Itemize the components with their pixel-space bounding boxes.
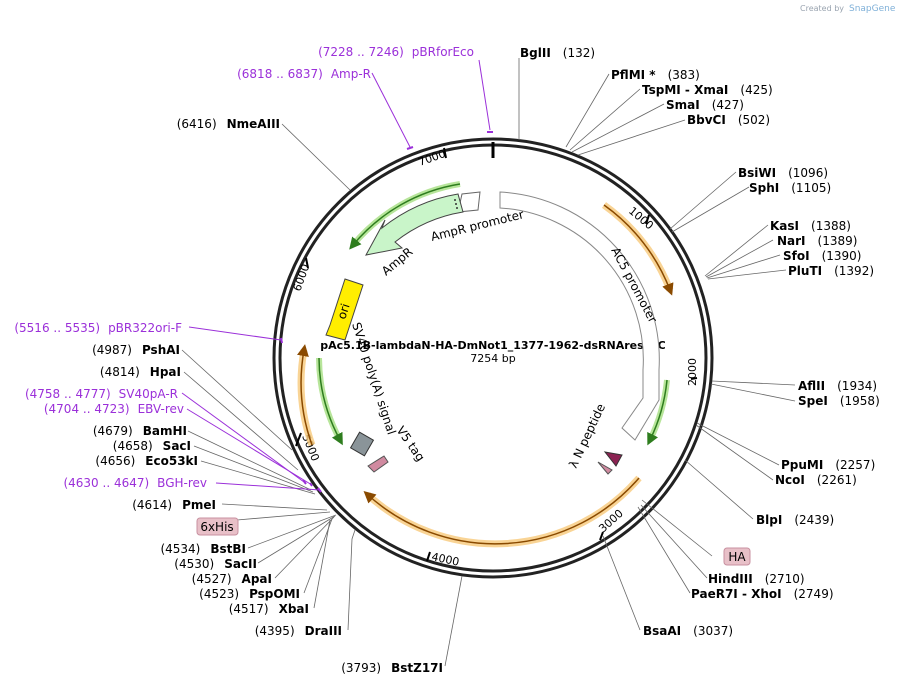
site-smai[interactable]: SmaI(427) [666, 98, 744, 112]
site-bstz17i[interactable]: (3793)BstZ17I [341, 661, 443, 675]
plasmid-name: pAc5.1B-lambdaN-HA-DmNot1_1377-1962-dsRN… [320, 339, 666, 352]
site-pspomi[interactable]: (4523)PspOMI [199, 587, 300, 601]
lambda-n-peptide-shape[interactable] [603, 451, 623, 467]
site-pshai[interactable]: (4987)PshAI [92, 343, 180, 357]
cds-arcs [316, 181, 670, 446]
plasmid-length: 7254 bp [470, 352, 515, 365]
site-nmeaiii[interactable]: (6416)NmeAIII [177, 117, 280, 131]
ampr-arrow[interactable] [365, 193, 464, 256]
primer-ebv-rev[interactable]: (4704 .. 4723)EBV-rev [44, 402, 184, 416]
tag-ha[interactable]: HA [723, 547, 751, 566]
tick-marks [295, 147, 698, 562]
ori-label: ori [335, 302, 353, 321]
sv40-label: SV40 poly(A) signal [349, 321, 399, 437]
sv40-box[interactable] [349, 431, 375, 457]
site-pflmi[interactable]: PflMI *(383) [611, 68, 700, 82]
site-kasi[interactable]: KasI(1388) [770, 219, 851, 233]
site-bglii[interactable]: BglII(132) [520, 46, 595, 60]
tick-4000: 4000 [430, 550, 460, 569]
site-tspmi-xmai[interactable]: TspMI - XmaI(425) [642, 83, 773, 97]
primer-bgh-rev[interactable]: (4630 .. 4647)BGH-rev [63, 476, 207, 490]
site-hindiii[interactable]: HindIII(2710) [708, 572, 805, 586]
site-hpai[interactable]: (4814)HpaI [100, 365, 181, 379]
primer-labels: (7228 .. 7246)pBRforEco (6818 .. 6837)Am… [14, 45, 474, 490]
site-bbvci[interactable]: BbvCI(502) [687, 113, 770, 127]
lambda-n-label: λ N peptide [566, 401, 608, 470]
site-saci[interactable]: (4658)SacI [113, 439, 191, 453]
site-xbai[interactable]: (4517)XbaI [229, 602, 309, 616]
site-pluti[interactable]: PluTI(1392) [788, 264, 874, 278]
site-ppumi[interactable]: PpuMI(2257) [781, 458, 875, 472]
tick-2000: 2000 [686, 358, 699, 386]
site-bsiwi[interactable]: BsiWI(1096) [738, 166, 828, 180]
site-pmei[interactable]: (4614)PmeI [132, 498, 216, 512]
primer-leaders [181, 59, 491, 491]
site-draiii[interactable]: (4395)DraIII [255, 624, 342, 638]
primer-pbr322ori-f[interactable]: (5516 .. 5535)pBR322ori-F [14, 321, 182, 335]
site-nari[interactable]: NarI(1389) [777, 234, 857, 248]
v5-tag-label: V5 tag [394, 424, 428, 464]
credit-prefix: Created by [800, 4, 844, 13]
tag-ha-label: HA [728, 550, 746, 564]
site-paer7i-xhoi[interactable]: PaeR7I - XhoI(2749) [691, 587, 834, 601]
ampr-dots [454, 199, 458, 209]
ha-tag-shape[interactable] [597, 461, 613, 475]
tag-6xhis[interactable]: 6xHis [196, 517, 239, 536]
primer-pbrforeco[interactable]: (7228 .. 7246)pBRforEco [318, 45, 474, 59]
tag-6xhis-label: 6xHis [200, 520, 233, 534]
site-apai[interactable]: (4527)ApaI [192, 572, 272, 586]
site-bsaai[interactable]: BsaAI(3037) [643, 624, 733, 638]
site-ncoi[interactable]: NcoI(2261) [775, 473, 857, 487]
credit-brand[interactable]: SnapGene [849, 4, 896, 14]
site-leaders [181, 58, 796, 667]
site-spei[interactable]: SpeI(1958) [798, 394, 880, 408]
ac5-promoter-arrow[interactable] [499, 191, 660, 441]
orf-arcs [297, 202, 674, 548]
primer-amp-r[interactable]: (6818 .. 6837)Amp-R [237, 67, 371, 81]
backbone [272, 137, 714, 579]
ori-arrow[interactable] [325, 278, 364, 341]
site-sfoi[interactable]: SfoI(1390) [783, 249, 861, 263]
site-sphi[interactable]: SphI(1105) [749, 181, 831, 195]
v5-tag-shape[interactable] [367, 455, 389, 473]
site-bamhi[interactable]: (4679)BamHI [93, 424, 187, 438]
site-eco53ki[interactable]: (4656)Eco53kI [95, 454, 198, 468]
primer-sv40pa-r[interactable]: (4758 .. 4777)SV40pA-R [25, 387, 178, 401]
site-sacii[interactable]: (4530)SacII [174, 557, 257, 571]
site-blpi[interactable]: BlpI(2439) [756, 513, 834, 527]
site-labels: BglII(132) PflMI *(383) TspMI - XmaI(425… [92, 46, 880, 675]
site-aflii[interactable]: AflII(1934) [798, 379, 877, 393]
site-bstbi[interactable]: (4534)BstBI [160, 542, 246, 556]
